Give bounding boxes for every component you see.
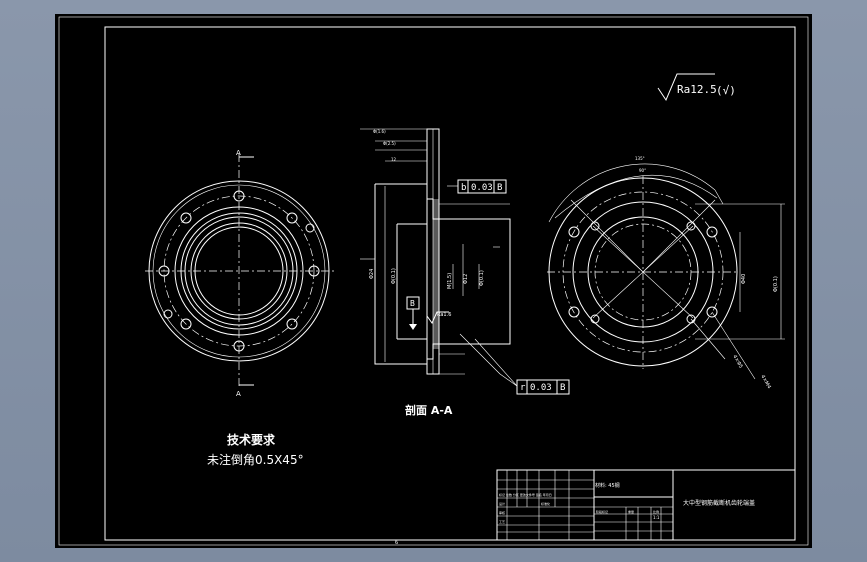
svg-text:重量: 重量 (628, 509, 634, 514)
surface-finish-small: Ra1.6 (426, 311, 451, 324)
svg-text:Φ40: Φ40 (741, 274, 747, 284)
sheet-number: 6 (395, 540, 398, 546)
section-mark-a-top: A (236, 149, 241, 157)
svg-text:Φ(0.1): Φ(0.1) (773, 276, 779, 292)
tol-bottom-datum: B (560, 383, 565, 393)
svg-text:Ra1.6: Ra1.6 (437, 312, 451, 318)
tol-bottom-symbol: r (520, 383, 526, 393)
svg-text:设计: 设计 (499, 501, 505, 506)
svg-text:比例: 比例 (653, 509, 659, 514)
svg-text:Φ(1.6): Φ(1.6) (373, 129, 386, 134)
roughness-symbol: Ra12.5 (√) (657, 73, 736, 102)
svg-text:审核: 审核 (499, 510, 505, 515)
svg-text:Φ(0.1): Φ(0.1) (479, 270, 485, 286)
section-label: 剖面 A-A (405, 403, 453, 417)
svg-text:标准化: 标准化 (541, 501, 550, 506)
svg-text:4×Φ5: 4×Φ5 (731, 354, 743, 370)
scale-value: 1:1 (653, 515, 660, 520)
svg-text:Φ12: Φ12 (463, 274, 469, 284)
section-view (360, 128, 518, 387)
datum-b: B (406, 296, 420, 330)
tol-top-symbol: b (461, 183, 466, 193)
svg-text:90°: 90° (639, 168, 646, 173)
svg-text:12: 12 (391, 157, 397, 162)
tol-top-datum: B (497, 183, 502, 193)
svg-text:4×M4: 4×M4 (759, 374, 772, 390)
tol-top-value: 0.03 (471, 183, 493, 193)
bolt-holes-right (568, 221, 718, 324)
drawing-sheet: A A Φ(1.6) Φ(2.5) 12 Φ24 (55, 14, 812, 548)
inner-frame (104, 26, 796, 541)
front-view (145, 154, 335, 389)
roughness-label: Ra12.5 (677, 83, 717, 96)
outer-frame (58, 16, 809, 546)
svg-text:135°: 135° (635, 156, 645, 161)
bolt-holes-left (158, 190, 320, 352)
svg-text:M(1.5): M(1.5) (447, 273, 453, 289)
section-mark-a-bottom: A (236, 390, 241, 398)
tolerance-frame-bottom: r 0.03 B (516, 379, 570, 395)
svg-text:Φ24: Φ24 (369, 269, 375, 279)
tolerance-frame-top: b 0.03 B (457, 179, 507, 194)
svg-text:工艺: 工艺 (499, 519, 505, 524)
tol-bottom-value: 0.03 (530, 383, 552, 393)
material-label: 材料: 45钢 (595, 482, 620, 489)
cad-drawing: A A Φ(1.6) Φ(2.5) 12 Φ24 (58, 16, 809, 546)
svg-text:阶段标记: 阶段标记 (596, 509, 608, 514)
svg-text:Φ(0.1): Φ(0.1) (391, 268, 397, 284)
tech-title: 技术要求 (227, 432, 276, 447)
side-view: 135° 90° Φ40 Φ(0.1) 4×Φ5 4×M4 (547, 156, 785, 390)
tech-note: 未注倒角0.5X45° (207, 452, 304, 467)
dimension-text-left: Φ(1.6) Φ(2.5) 12 Φ24 Φ(0.1) M(1.5) Φ12 Φ… (369, 129, 485, 289)
svg-text:Φ(2.5): Φ(2.5) (383, 141, 396, 146)
title-block: 材料: 45钢 大中型钢筋截断机齿轮端盖 1:1 标记 处数 分区 更改文件号 … (496, 469, 796, 541)
svg-text:标记 处数 分区 更改文件号 签名 年月日: 标记 处数 分区 更改文件号 签名 年月日 (499, 492, 552, 497)
svg-text:B: B (410, 299, 415, 308)
roughness-suffix: (√) (716, 84, 736, 97)
part-name: 大中型钢筋截断机齿轮端盖 (683, 499, 755, 507)
